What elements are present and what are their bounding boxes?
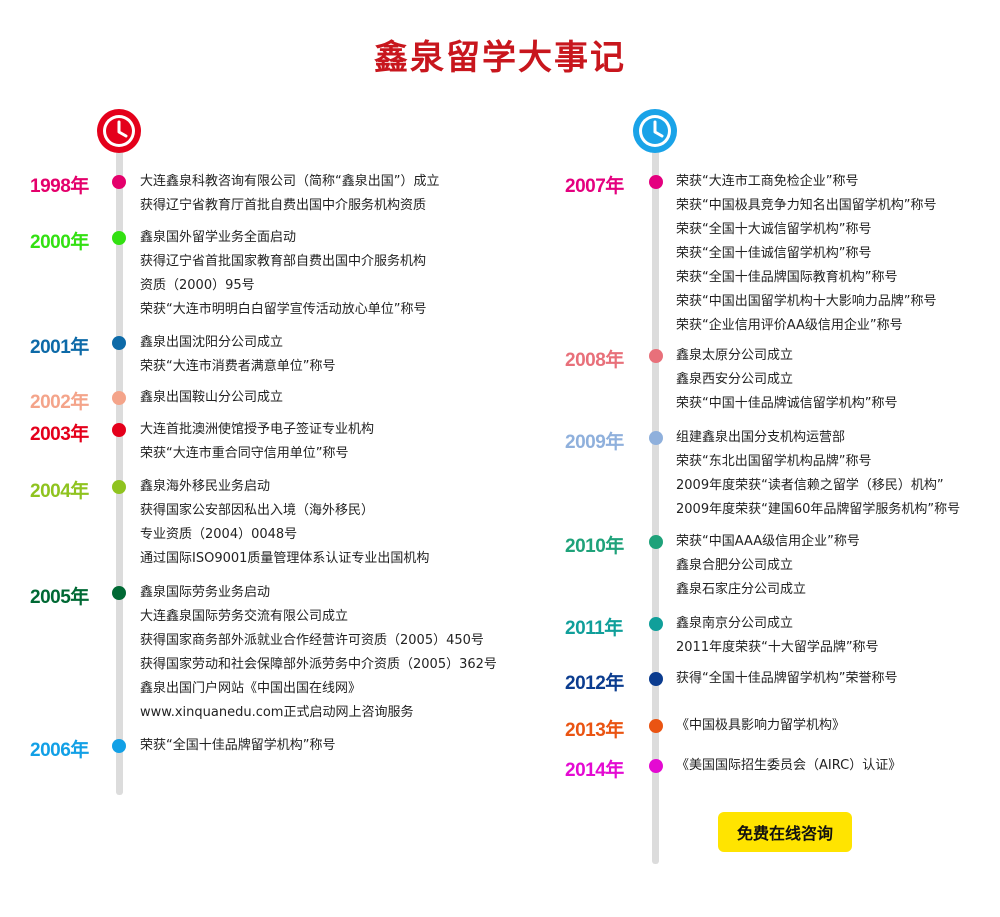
event-line: 组建鑫泉出国分支机构运营部 [676, 430, 846, 445]
event-year: 2010年 [565, 536, 624, 557]
event-description: 大连鑫泉科教咨询有限公司（简称“鑫泉出国”）成立获得辽宁省教育厅首批自费出国中介… [140, 170, 439, 218]
event-year: 2002年 [30, 392, 89, 413]
event-year: 2007年 [565, 176, 624, 197]
event-year: 2000年 [30, 232, 89, 253]
timeline-dot [649, 535, 663, 549]
event-line: 鑫泉出国门户网站《中国出国在线网》 [140, 681, 362, 696]
timeline-dot [649, 719, 663, 733]
event-line: 荣获“中国十佳品牌诚信留学机构”称号 [676, 396, 898, 411]
event-line: 荣获“大连市工商免检企业”称号 [676, 174, 859, 189]
event-description: 鑫泉国外留学业务全面启动获得辽宁省首批国家教育部自费出国中介服务机构资质（200… [140, 226, 426, 322]
event-year: 2003年 [30, 424, 89, 445]
timeline-dot [112, 391, 126, 405]
event-line: 荣获“全国十大诚信留学机构”称号 [676, 222, 872, 237]
event-description: 鑫泉海外移民业务启动获得国家公安部因私出入境（海外移民） 专业资质（2004）00… [140, 475, 429, 571]
event-line: 鑫泉太原分公司成立 [676, 348, 794, 363]
event-line: 获得辽宁省教育厅首批自费出国中介服务机构资质 [140, 198, 427, 213]
event-line: 鑫泉西安分公司成立 [676, 372, 794, 387]
event-line: 荣获“大连市消费者满意单位”称号 [140, 359, 336, 374]
event-year: 2012年 [565, 673, 624, 694]
event-line: 鑫泉出国沈阳分公司成立 [140, 335, 284, 350]
event-description: 鑫泉国际劳务业务启动大连鑫泉国际劳务交流有限公司成立获得国家商务部外派就业合作经… [140, 581, 497, 725]
event-line: 鑫泉出国鞍山分公司成立 [140, 390, 284, 405]
event-description: 鑫泉太原分公司成立鑫泉西安分公司成立荣获“中国十佳品牌诚信留学机构”称号 [676, 344, 897, 416]
event-line: 荣获“中国出国留学机构十大影响力品牌”称号 [676, 294, 937, 309]
event-line: 获得国家公安部因私出入境（海外移民） [140, 503, 375, 518]
timeline-dot [112, 586, 126, 600]
timeline-dot [649, 175, 663, 189]
event-line: www.xinquanedu.com正式启动网上咨询服务 [140, 705, 414, 720]
event-description: 荣获“中国AAA级信用企业”称号鑫泉合肥分公司成立鑫泉石家庄分公司成立 [676, 530, 860, 602]
timeline-dot [112, 480, 126, 494]
event-year: 2014年 [565, 760, 624, 781]
event-line: 2011年度荣获“十大留学品牌”称号 [676, 640, 879, 655]
event-line: 荣获“全国十佳品牌留学机构”称号 [140, 738, 336, 753]
event-line: 荣获“全国十佳诚信留学机构”称号 [676, 246, 872, 261]
event-year: 2009年 [565, 432, 624, 453]
timeline-dot [112, 175, 126, 189]
event-line: 《美国国际招生委员会（AIRC）认证》 [676, 758, 902, 773]
event-description: 荣获“大连市工商免检企业”称号荣获“中国极具竞争力知名出国留学机构”称号荣获“全… [676, 170, 936, 338]
timeline-dot [649, 349, 663, 363]
event-line: 资质（2000）95号 [140, 278, 255, 293]
event-line: 鑫泉国际劳务业务启动 [140, 585, 271, 600]
event-line: 荣获“大连市明明白白留学宣传活动放心单位”称号 [140, 302, 427, 317]
event-description: 鑫泉南京分公司成立 2011年度荣获“十大留学品牌”称号 [676, 612, 879, 660]
event-description: 大连首批澳洲使馆授予电子签证专业机构荣获“大连市重合同守信用单位”称号 [140, 418, 374, 466]
event-year: 1998年 [30, 176, 89, 197]
free-consult-button[interactable]: 免费在线咨询 [718, 812, 852, 852]
timeline-dot [112, 231, 126, 245]
timeline-dot [112, 336, 126, 350]
event-year: 2001年 [30, 337, 89, 358]
event-line: 《中国极具影响力留学机构》 [676, 718, 846, 733]
event-description: 鑫泉出国鞍山分公司成立 [140, 386, 283, 410]
event-line: 鑫泉海外移民业务启动 [140, 479, 271, 494]
event-line: 2009年度荣获“读者信赖之留学（移民）机构” [676, 478, 944, 493]
clock-icon [632, 108, 678, 154]
event-line: 大连首批澳洲使馆授予电子签证专业机构 [140, 422, 375, 437]
event-line: 2009年度荣获“建国60年品牌留学服务机构”称号 [676, 502, 961, 517]
event-description: 获得“全国十佳品牌留学机构”荣誉称号 [676, 667, 897, 691]
event-line: 鑫泉石家庄分公司成立 [676, 582, 807, 597]
event-line: 获得国家劳动和社会保障部外派劳务中介资质（2005）362号 [140, 657, 497, 672]
event-description: 组建鑫泉出国分支机构运营部荣获“东北出国留学机构品牌”称号 2009年度荣获“读者… [676, 426, 960, 522]
event-year: 2005年 [30, 587, 89, 608]
event-line: 专业资质（2004）0048号 [140, 527, 298, 542]
event-description: 荣获“全国十佳品牌留学机构”称号 [140, 734, 335, 758]
event-line: 大连鑫泉科教咨询有限公司（简称“鑫泉出国”）成立 [140, 174, 440, 189]
event-line: 获得“全国十佳品牌留学机构”荣誉称号 [676, 671, 898, 686]
timeline-dot [649, 672, 663, 686]
event-year: 2011年 [565, 618, 623, 639]
event-description: 鑫泉出国沈阳分公司成立荣获“大连市消费者满意单位”称号 [140, 331, 335, 379]
event-line: 鑫泉国外留学业务全面启动 [140, 230, 297, 245]
event-line: 荣获“企业信用评价AA级信用企业”称号 [676, 318, 903, 333]
event-line: 荣获“中国AAA级信用企业”称号 [676, 534, 860, 549]
timeline-dot [112, 739, 126, 753]
event-line: 荣获“大连市重合同守信用单位”称号 [140, 446, 349, 461]
timeline-dot [649, 617, 663, 631]
event-line: 获得国家商务部外派就业合作经营许可资质（2005）450号 [140, 633, 484, 648]
event-line: 荣获“东北出国留学机构品牌”称号 [676, 454, 872, 469]
event-line: 鑫泉南京分公司成立 [676, 616, 794, 631]
event-year: 2004年 [30, 481, 89, 502]
timeline-line-right [652, 150, 659, 864]
event-description: 《美国国际招生委员会（AIRC）认证》 [676, 754, 901, 778]
timeline-dot [649, 759, 663, 773]
event-year: 2013年 [565, 720, 624, 741]
timeline-line-left [116, 150, 123, 795]
event-line: 获得辽宁省首批国家教育部自费出国中介服务机构 [140, 254, 427, 269]
timeline-dot [112, 423, 126, 437]
event-line: 荣获“中国极具竞争力知名出国留学机构”称号 [676, 198, 937, 213]
event-description: 《中国极具影响力留学机构》 [676, 714, 845, 738]
event-line: 荣获“全国十佳品牌国际教育机构”称号 [676, 270, 898, 285]
event-line: 大连鑫泉国际劳务交流有限公司成立 [140, 609, 349, 624]
event-year: 2008年 [565, 350, 624, 371]
event-year: 2006年 [30, 740, 89, 761]
event-line: 通过国际ISO9001质量管理体系认证专业出国机构 [140, 551, 430, 566]
page-title: 鑫泉留学大事记 [374, 38, 626, 78]
timeline-dot [649, 431, 663, 445]
event-line: 鑫泉合肥分公司成立 [676, 558, 794, 573]
clock-icon [96, 108, 142, 154]
